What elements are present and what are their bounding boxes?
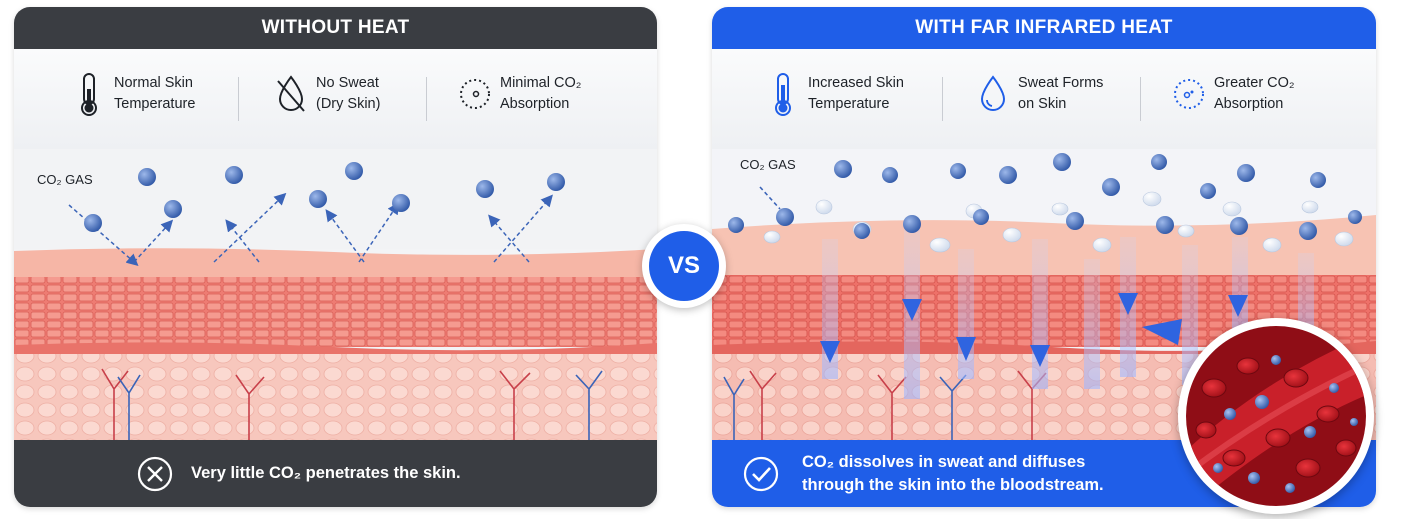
vs-badge: VS (642, 224, 726, 308)
feature-line2: Absorption (500, 96, 570, 112)
feature-line2: on Skin (1018, 96, 1067, 112)
x-circle-icon (137, 456, 173, 491)
footer-line2: through the skin into the bloodstream. (802, 475, 1104, 494)
check-circle-icon (743, 456, 779, 491)
blood-vessel-illustration (1186, 326, 1366, 506)
feature-line1: Greater CO₂ (1214, 75, 1295, 91)
feature-sweat: No Sweat (Dry Skin) (274, 71, 380, 117)
feature-line1: Sweat Forms (1018, 75, 1104, 91)
feature-line2: Temperature (114, 96, 196, 112)
feature-line2: (Dry Skin) (316, 96, 381, 112)
divider (426, 77, 427, 121)
skin-illustration: CO₂ GAS (14, 149, 657, 440)
panel-title: WITH FAR INFRARED HEAT (712, 7, 1376, 49)
footer-text: CO₂ dissolves in sweat and diffuses thro… (802, 451, 1104, 497)
sweat-drop-icon (980, 75, 1006, 111)
co2-circle-icon (460, 79, 490, 109)
divider (238, 77, 239, 121)
footer-banner: Very little CO₂ penetrates the skin. (14, 440, 657, 507)
co2-gas-label: CO₂ GAS (37, 172, 93, 187)
co2-gas-label: CO₂ GAS (740, 157, 796, 172)
skin-layers (14, 149, 657, 440)
footer-line1: CO₂ dissolves in sweat and diffuses (802, 452, 1086, 471)
feature-line1: Normal Skin (114, 75, 193, 91)
feature-line1: Increased Skin (808, 75, 904, 91)
co2-circle-icon (1174, 79, 1204, 109)
feature-line2: Temperature (808, 96, 890, 112)
divider (942, 77, 943, 121)
vs-label: VS (649, 231, 719, 301)
footer-text: Very little CO₂ penetrates the skin. (191, 464, 461, 482)
thermometer-icon (81, 73, 97, 116)
feature-sweat: Sweat Forms on Skin (976, 71, 1103, 117)
thermometer-icon (775, 73, 791, 116)
feature-line1: No Sweat (316, 75, 379, 91)
feature-co2: Minimal CO₂ Absorption (458, 71, 581, 117)
panel-title: WITHOUT HEAT (14, 7, 657, 49)
no-sweat-drop-icon (277, 75, 305, 112)
feature-co2: Greater CO₂ Absorption (1172, 71, 1295, 117)
bloodstream-zoom (1178, 318, 1374, 514)
divider (1140, 77, 1141, 121)
feature-line1: Minimal CO₂ (500, 75, 582, 91)
feature-line2: Absorption (1214, 96, 1284, 112)
